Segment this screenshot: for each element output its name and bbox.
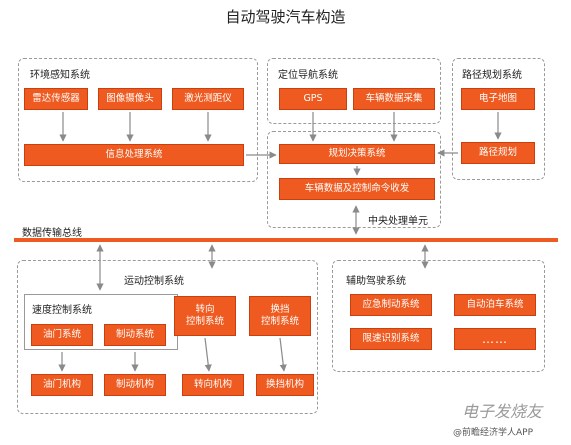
steer-mechanism-box: 转向机构	[182, 374, 244, 396]
path-plan-box: 路径规划	[461, 142, 535, 164]
speed-control-label: 速度控制系统	[32, 305, 92, 316]
assist-label: 辅助驾驶系统	[346, 276, 406, 287]
command-box: 车辆数据及控制命令收发	[279, 178, 435, 200]
path-label: 路径规划系统	[462, 70, 522, 81]
decision-box: 规划决策系统	[279, 144, 435, 164]
throttle-mechanism-box: 油门机构	[31, 374, 93, 396]
steer-control-box: 转向 控制系统	[174, 296, 236, 336]
camera-box: 图像摄像头	[98, 88, 162, 110]
info-processing-box: 信息处理系统	[24, 144, 244, 166]
nav-label: 定位导航系统	[278, 70, 338, 81]
watermark-script: 电子发烧友	[462, 402, 543, 421]
bus-label: 数据传输总线	[22, 228, 82, 239]
brake-system-box: 制动系统	[104, 324, 166, 346]
motion-label: 运动控制系统	[124, 276, 184, 287]
source-credit: @前瞻经济学人APP	[453, 428, 534, 438]
throttle-system-box: 油门系统	[31, 324, 93, 346]
gps-box: GPS	[279, 88, 347, 110]
shift-mechanism-box: 换挡机构	[256, 374, 314, 396]
electronic-map-box: 电子地图	[461, 88, 535, 110]
data-bus-bar	[14, 238, 558, 242]
vehicle-data-box: 车辆数据采集	[353, 88, 435, 110]
arrow-steer-mech	[204, 337, 212, 372]
auto-park-box: 自动泊车系统	[454, 294, 536, 316]
more-systems-box: ……	[454, 328, 536, 350]
assist-group	[332, 260, 545, 372]
emergency-brake-box: 应急制动系统	[350, 294, 432, 316]
speed-limit-box: 限速识别系统	[350, 328, 432, 350]
env-perception-label: 环境感知系统	[30, 70, 90, 81]
diagram-title: 自动驾驶汽车构造	[225, 8, 346, 26]
cpu-label: 中央处理单元	[368, 216, 428, 227]
arrow-shift-mech	[279, 337, 287, 372]
brake-mechanism-box: 制动机构	[104, 374, 166, 396]
shift-control-box: 换挡 控制系统	[249, 296, 311, 336]
radar-sensor-box: 雷达传感器	[24, 88, 88, 110]
lidar-box: 激光测距仪	[172, 88, 244, 110]
